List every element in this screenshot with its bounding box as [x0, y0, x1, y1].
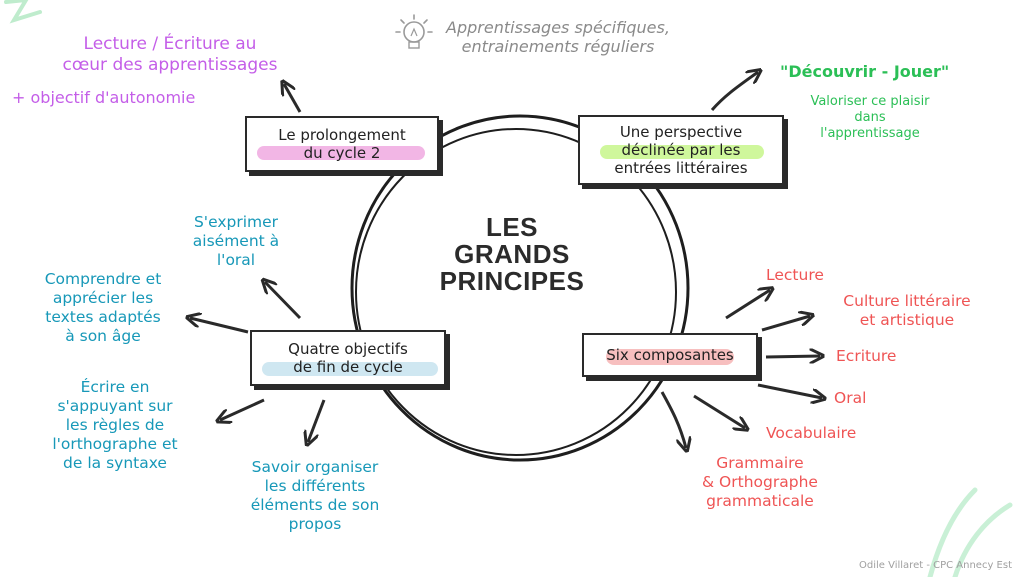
label-ecriture: Ecriture [836, 347, 897, 365]
highlight-blue [262, 362, 438, 376]
center-title: LES GRANDS PRINCIPES [412, 214, 612, 295]
arrow-organiser [308, 399, 326, 442]
arrow-ecriture [765, 356, 820, 357]
label-organiser-line-2: les différents [264, 477, 366, 495]
box-perspective-line-3: entrées littéraires [614, 159, 748, 177]
label-exprimer: S'exprimer aisément à l'oral [166, 213, 306, 270]
label-autonomie: + objectif d'autonomie [12, 88, 196, 107]
label-lecture-ecriture-line-1: Lecture / Écriture au [83, 34, 257, 54]
arrow-lecture [725, 290, 770, 320]
box-objectifs-line-1: Quatre objectifs [288, 340, 408, 358]
label-vocabulaire: Vocabulaire [766, 424, 857, 442]
arrow-ecrire [220, 398, 265, 420]
arrow-perspective [710, 72, 758, 111]
header-line-2: entrainements réguliers [461, 37, 655, 56]
highlight-salmon [606, 349, 734, 365]
box-composantes: Six composantes [582, 333, 758, 377]
highlight-lime [600, 145, 764, 159]
center-line-3: PRINCIPES [439, 266, 585, 296]
box-perspective-line-2: déclinée par les [621, 141, 741, 159]
header-line-1: Apprentissages spécifiques, [446, 18, 670, 37]
arrow-prolongement [284, 84, 302, 113]
label-culture-line-1: Culture littéraire [843, 292, 971, 310]
label-comprendre-line-3: textes adaptés [45, 308, 161, 326]
label-ecrire-line-5: de la syntaxe [63, 454, 167, 472]
box-objectifs-line-2: de fin de cycle [293, 358, 403, 376]
label-ecrire-line-1: Écrire en [80, 378, 150, 396]
label-exprimer-line-1: S'exprimer [193, 213, 279, 231]
arrow-exprimer [265, 282, 302, 320]
label-organiser-line-1: Savoir organiser [251, 458, 379, 476]
label-valoriser-line-1: Valoriser ce plaisir [810, 94, 930, 109]
center-circle-inner [355, 128, 677, 456]
box-objectifs: Quatre objectifs de fin de cycle [250, 330, 446, 386]
label-lecture-ecriture: Lecture / Écriture au cœur des apprentis… [30, 34, 310, 76]
arrow-vocabulaire [693, 394, 745, 428]
label-ecrire-line-3: les règles de [65, 416, 165, 434]
arrow-grammaire [660, 391, 686, 448]
header-title: Apprentissages spécifiques, entrainement… [440, 18, 676, 56]
box-perspective: Une perspective déclinée par les entrées… [578, 115, 784, 185]
center-line-1: LES [485, 212, 539, 242]
box-prolongement: Le prolongement du cycle 2 [245, 116, 439, 172]
label-grammaire-line-1: Grammaire [716, 454, 804, 472]
label-grammaire: Grammaire & Orthographe grammaticale [672, 454, 848, 511]
box-prolongement-line-1: Le prolongement [278, 126, 406, 144]
label-comprendre: Comprendre et apprécier les textes adapt… [14, 270, 192, 346]
center-line-2: GRANDS [454, 239, 570, 269]
decor-stroke-bottom-right [927, 487, 1013, 577]
label-ecrire-line-4: l'orthographe et [52, 435, 178, 453]
label-valoriser: Valoriser ce plaisir dans l'apprentissag… [790, 94, 950, 142]
footer-credit: Odile Villaret - CPC Annecy Est [858, 560, 1012, 571]
box-perspective-line-1: Une perspective [619, 123, 743, 141]
arrow-oral [757, 383, 822, 398]
label-organiser: Savoir organiser les différents éléments… [222, 458, 408, 534]
label-ecrire: Écrire en s'appuyant sur les règles de l… [20, 378, 210, 473]
label-lecture: Lecture [766, 266, 824, 284]
label-exprimer-line-3: l'oral [216, 251, 256, 269]
center-circle-outer [350, 114, 690, 462]
box-prolongement-line-2: du cycle 2 [303, 144, 381, 162]
arrow-comprendre [190, 318, 249, 334]
label-grammaire-line-3: grammaticale [706, 492, 814, 510]
label-exprimer-line-2: aisément à [192, 232, 280, 250]
lightbulb-icon [395, 14, 433, 49]
label-ecrire-line-2: s'appuyant sur [57, 397, 173, 415]
arrow-culture [761, 316, 810, 332]
label-comprendre-line-1: Comprendre et [44, 270, 162, 288]
label-grammaire-line-2: & Orthographe [702, 473, 818, 491]
label-oral: Oral [834, 389, 867, 407]
label-culture-line-2: et artistique [859, 311, 955, 329]
label-culture: Culture littéraire et artistique [812, 292, 1002, 330]
label-decouvrir: "Découvrir - Jouer" [780, 62, 950, 81]
label-organiser-line-4: propos [288, 515, 342, 533]
label-comprendre-line-4: à son âge [65, 327, 141, 345]
label-valoriser-line-2: dans [854, 110, 886, 125]
highlight-pink [257, 146, 425, 160]
box-composantes-line-1: Six composantes [606, 346, 734, 364]
label-comprendre-line-2: apprécier les [52, 289, 154, 307]
label-valoriser-line-3: l'apprentissage [820, 126, 920, 141]
label-organiser-line-3: éléments de son [250, 496, 380, 514]
decor-stroke-top-left [4, 0, 42, 24]
label-lecture-ecriture-line-2: cœur des apprentissages [62, 55, 278, 75]
